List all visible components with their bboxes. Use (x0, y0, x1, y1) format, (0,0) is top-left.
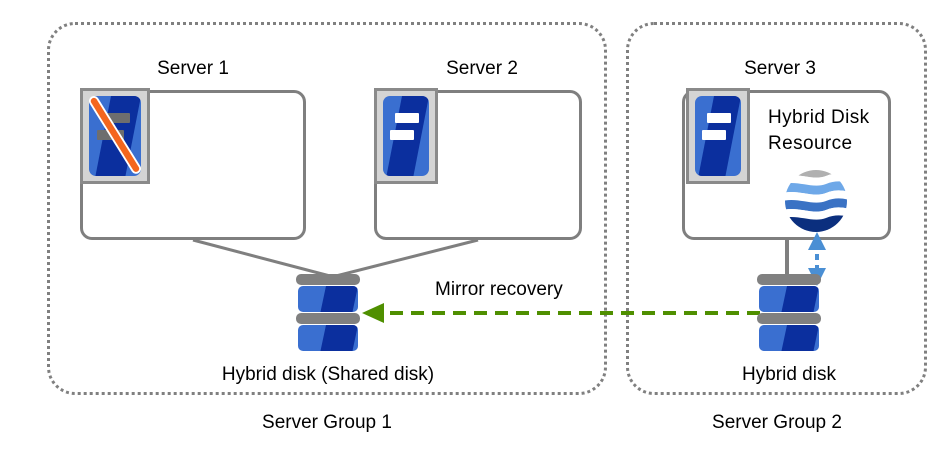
mirror-globe-icon[interactable] (780, 168, 852, 234)
shared-disk-block-2 (298, 325, 358, 351)
shared-disk-cap-mid (296, 313, 360, 324)
server-2-icon-card (383, 96, 429, 176)
group2-disk-block-1 (759, 286, 819, 312)
mirror-recovery-label: Mirror recovery (435, 279, 563, 300)
server-2-icon-bar-bottom (390, 129, 415, 140)
server-1-icon-card (89, 96, 141, 176)
server-1-icon-bar-bottom (97, 129, 125, 140)
server-1-icon-bar-top (103, 112, 131, 124)
server-3-icon-bar-bottom (702, 129, 727, 140)
server-2-icon-bar-top (395, 112, 420, 124)
server-2-hybrid-disk-resource-icon[interactable] (374, 88, 438, 184)
group2-hybrid-disk-label: Hybrid disk (742, 364, 836, 385)
group2-disk-block-2-shade (781, 325, 819, 351)
group2-disk-block-2 (759, 325, 819, 351)
server-3-icon-card (695, 96, 741, 176)
server-1-hybrid-disk-resource-icon[interactable] (80, 88, 150, 184)
server-3-title: Server 3 (744, 58, 816, 79)
shared-hybrid-disk[interactable] (296, 274, 360, 351)
server-2-title: Server 2 (446, 58, 518, 79)
server-group-2-label: Server Group 2 (712, 412, 842, 433)
server-group-1-boundary (47, 22, 607, 395)
shared-disk-cap-top (296, 274, 360, 285)
group2-hybrid-disk[interactable] (757, 274, 821, 351)
hybrid-disk-resource-label-line2: Resource (768, 133, 853, 154)
group2-disk-cap-top (757, 274, 821, 285)
shared-disk-block-1 (298, 286, 358, 312)
shared-disk-block-2-shade (320, 325, 358, 351)
group2-disk-cap-mid (757, 313, 821, 324)
shared-disk-block-1-shade (320, 286, 358, 312)
server-3-hybrid-disk-resource-icon[interactable] (686, 88, 750, 184)
server-group-2-boundary (626, 22, 927, 395)
shared-hybrid-disk-label: Hybrid disk (Shared disk) (221, 364, 435, 385)
server-1-title: Server 1 (157, 58, 229, 79)
group2-disk-block-1-shade (781, 286, 819, 312)
server-3-icon-bar-top (707, 112, 732, 124)
server-group-1-label: Server Group 1 (262, 412, 392, 433)
hybrid-disk-resource-label-line1: Hybrid Disk (768, 107, 870, 128)
